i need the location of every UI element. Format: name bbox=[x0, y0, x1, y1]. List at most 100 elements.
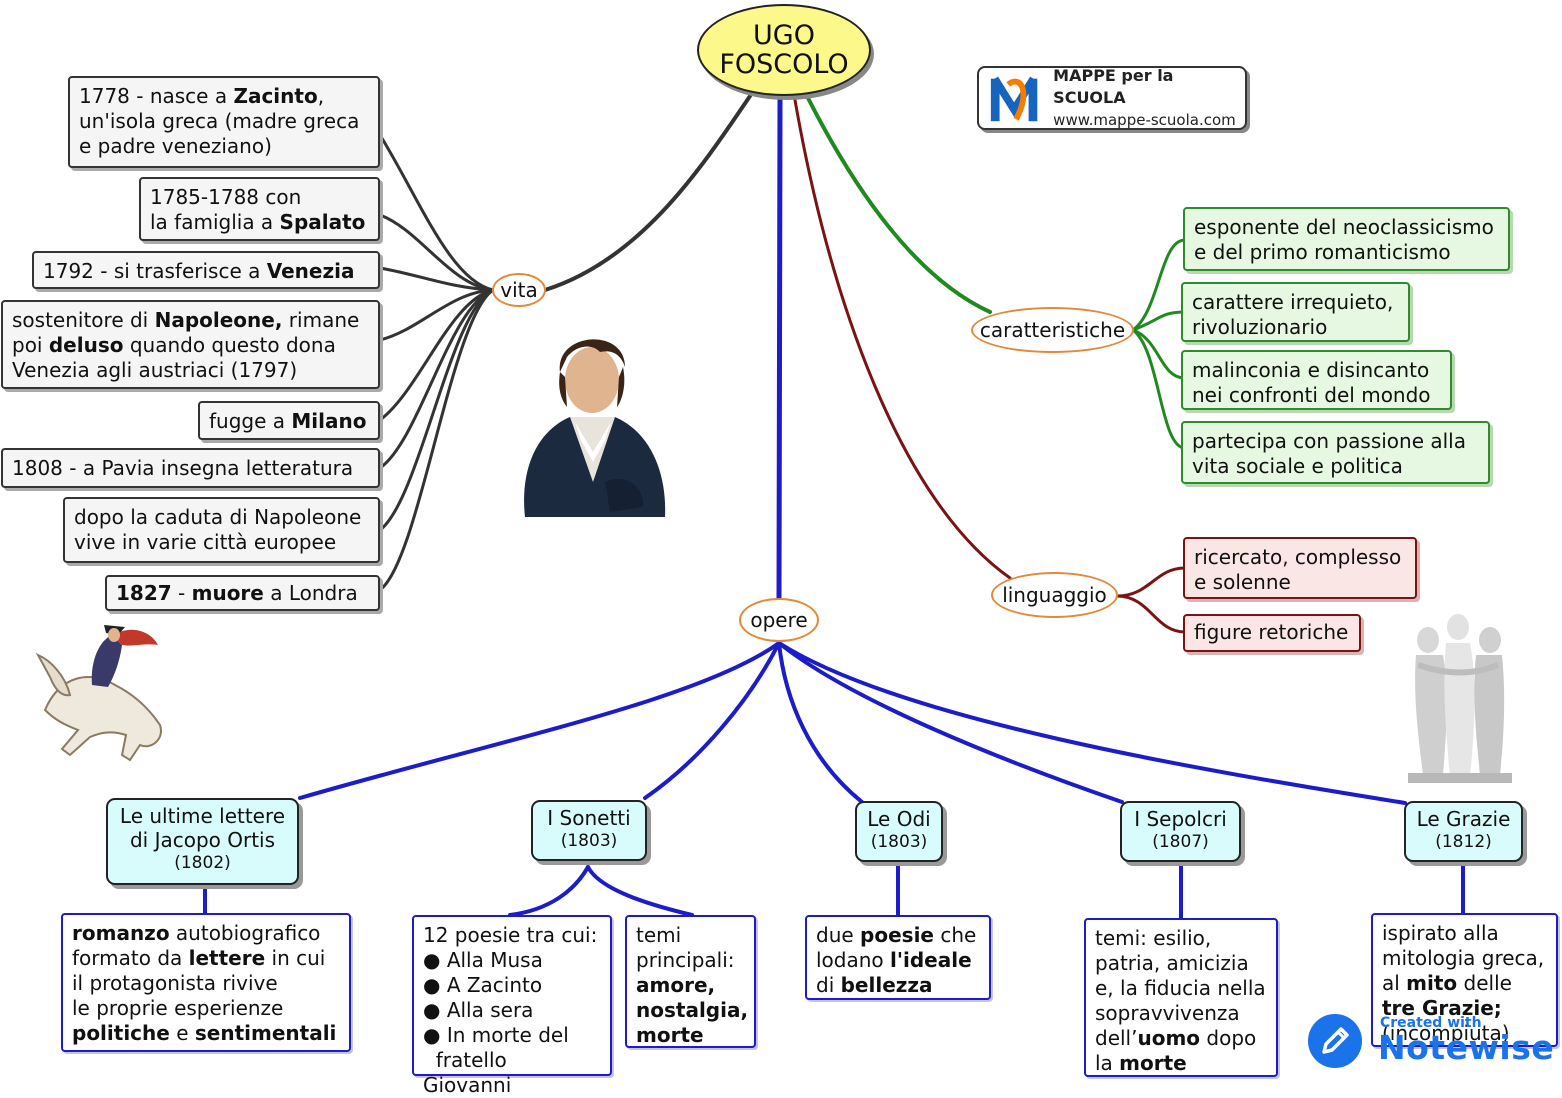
car-malinconia[interactable]: malinconia e disincanto nei confronti de… bbox=[1181, 350, 1452, 410]
text: dopo la caduta di Napoleone bbox=[74, 505, 362, 529]
branch-caratteristiche[interactable]: caratteristiche bbox=[971, 307, 1134, 353]
work-title: Le Odi bbox=[867, 807, 931, 831]
lin-ricercato[interactable]: ricercato, complesso e solenne bbox=[1183, 537, 1417, 599]
vita-caduta[interactable]: dopo la caduta di Napoleone vive in vari… bbox=[63, 497, 380, 563]
text-bold: morte bbox=[636, 1023, 704, 1047]
links-vita bbox=[378, 133, 495, 592]
text: e bbox=[169, 1021, 195, 1045]
work-title: Le ultime lettere bbox=[119, 804, 286, 828]
mappe-m-logo-icon bbox=[990, 76, 1038, 122]
car-passione[interactable]: partecipa con passione alla vita sociale… bbox=[1181, 421, 1490, 484]
vita-1778[interactable]: 1778 - nasce a Zacinto, un'isola greca (… bbox=[68, 76, 380, 168]
vita-1827[interactable]: 1827 - muore a Londra bbox=[105, 575, 380, 611]
work-year: (1803) bbox=[560, 831, 618, 851]
work-title: Le Grazie bbox=[1416, 807, 1511, 831]
text: e padre veneziano) bbox=[79, 134, 272, 158]
bullet-icon: ● bbox=[423, 1023, 441, 1047]
text: 1785-1788 con bbox=[150, 185, 302, 209]
detail-odi[interactable]: due poesie che lodano l'ideale di bellez… bbox=[805, 915, 991, 1000]
text-bold: Venezia bbox=[266, 259, 355, 283]
text: mitologia greca, bbox=[1382, 946, 1545, 970]
detail-sonetti-poesie[interactable]: 12 poesie tra cui: ● Alla Musa ● A Zacin… bbox=[412, 915, 612, 1097]
text: formato da bbox=[72, 946, 189, 970]
text: la bbox=[1095, 1051, 1120, 1075]
text: vive in varie città europee bbox=[74, 530, 337, 554]
work-sonetti[interactable]: I Sonetti (1803) bbox=[531, 800, 647, 861]
text: sostenitore di bbox=[12, 308, 155, 332]
work-grazie[interactable]: Le Grazie (1812) bbox=[1404, 801, 1523, 862]
three-graces-statue-image bbox=[1408, 614, 1512, 783]
detail-sepolcri[interactable]: temi: esilio, patria, amicizia e, la fid… bbox=[1084, 918, 1278, 1077]
text: la famiglia a bbox=[150, 210, 280, 234]
text-bold: 1827 bbox=[116, 581, 172, 605]
root-title-line1: UGO bbox=[753, 20, 815, 51]
text-bold: romanzo bbox=[72, 921, 170, 945]
text: rivoluzionario bbox=[1192, 315, 1328, 339]
text: temi bbox=[636, 923, 682, 947]
root-node[interactable]: UGO FOSCOLO bbox=[697, 4, 871, 96]
text-bold: muore bbox=[191, 581, 264, 605]
text: poi bbox=[12, 333, 49, 357]
text-bold: l'ideale bbox=[890, 948, 972, 972]
text-bold: bellezza bbox=[840, 973, 933, 997]
text: carattere irrequieto, bbox=[1192, 290, 1394, 314]
napoleon-horse-image bbox=[35, 625, 162, 762]
text: patria, amicizia bbox=[1095, 951, 1249, 975]
mappe-scuola-logo[interactable]: MAPPE per la SCUOLA www.mappe-scuola.com bbox=[977, 66, 1247, 130]
vita-1785[interactable]: 1785-1788 con la famiglia a Spalato bbox=[139, 177, 380, 241]
detail-grazie[interactable]: ispirato alla mitologia greca, al mito d… bbox=[1371, 913, 1558, 1047]
links-caratteristiche bbox=[1131, 238, 1187, 450]
branch-opere[interactable]: opere bbox=[739, 598, 819, 642]
vita-1808[interactable]: 1808 - a Pavia insegna letteratura bbox=[1, 448, 380, 488]
work-year: (1807) bbox=[1152, 832, 1209, 852]
vita-1792[interactable]: 1792 - si trasferisce a Venezia bbox=[32, 251, 380, 289]
logo-url: www.mappe-scuola.com bbox=[1053, 111, 1236, 129]
text-bold: morte bbox=[1119, 1051, 1187, 1075]
branch-linguaggio[interactable]: linguaggio bbox=[991, 572, 1118, 618]
link-root-opere bbox=[776, 97, 783, 601]
text: Venezia agli austriaci (1797) bbox=[12, 358, 298, 382]
detail-ortis[interactable]: romanzo autobiografico formato da letter… bbox=[61, 913, 351, 1052]
link-root-caratteristiche bbox=[806, 96, 992, 314]
text: malinconia e disincanto bbox=[1192, 358, 1430, 382]
text-bold: Milano bbox=[291, 409, 367, 433]
work-ortis[interactable]: Le ultime lettere di Jacopo Ortis (1802) bbox=[106, 798, 299, 885]
text: esponente del neoclassicismo bbox=[1194, 215, 1494, 239]
list-item: In morte del bbox=[446, 1023, 569, 1047]
work-odi[interactable]: Le Odi (1803) bbox=[855, 801, 943, 862]
text-bold: Spalato bbox=[279, 210, 366, 234]
bullet-icon: ● bbox=[423, 998, 441, 1022]
text-bold: politiche bbox=[72, 1021, 170, 1045]
work-year: (1812) bbox=[1435, 832, 1492, 852]
notewise-name: Notewise bbox=[1378, 1028, 1555, 1067]
lin-figure[interactable]: figure retoriche bbox=[1183, 614, 1361, 652]
text: vita sociale e politica bbox=[1192, 454, 1403, 478]
text: , bbox=[317, 84, 325, 108]
text: (incompiuta) bbox=[1382, 1021, 1510, 1045]
text: lodano bbox=[816, 948, 891, 972]
car-neoclassicismo[interactable]: esponente del neoclassicismo e del primo… bbox=[1183, 207, 1510, 271]
vita-napoleone[interactable]: sostenitore di Napoleone, rimane poi del… bbox=[1, 300, 380, 389]
logo-title: MAPPE per la SCUOLA bbox=[1053, 66, 1174, 107]
branch-opere-label: opere bbox=[750, 608, 808, 632]
text: principali: bbox=[636, 948, 735, 972]
text-bold: deluso bbox=[48, 333, 124, 357]
car-irrequieto[interactable]: carattere irrequieto, rivoluzionario bbox=[1181, 282, 1410, 342]
text: delle bbox=[1457, 971, 1512, 995]
text: che bbox=[934, 923, 977, 947]
links-opere bbox=[203, 641, 1465, 920]
text: il protagonista rivive bbox=[72, 971, 278, 995]
work-title: di Jacopo Ortis bbox=[129, 828, 276, 852]
detail-sonetti-temi[interactable]: temi principali: amore, nostalgia, morte bbox=[625, 915, 756, 1048]
text: - bbox=[171, 581, 192, 605]
work-sepolcri[interactable]: I Sepolcri (1807) bbox=[1120, 801, 1241, 862]
text: al bbox=[1382, 971, 1407, 995]
branch-linguaggio-label: linguaggio bbox=[1002, 583, 1107, 607]
text: due bbox=[816, 923, 861, 947]
work-year: (1803) bbox=[870, 832, 928, 852]
text: nei confronti del mondo bbox=[1192, 383, 1431, 407]
text: rimane bbox=[282, 308, 360, 332]
branch-vita[interactable]: vita bbox=[492, 273, 546, 307]
vita-milano[interactable]: fugge a Milano bbox=[198, 401, 380, 440]
text: partecipa con passione alla bbox=[1192, 429, 1466, 453]
